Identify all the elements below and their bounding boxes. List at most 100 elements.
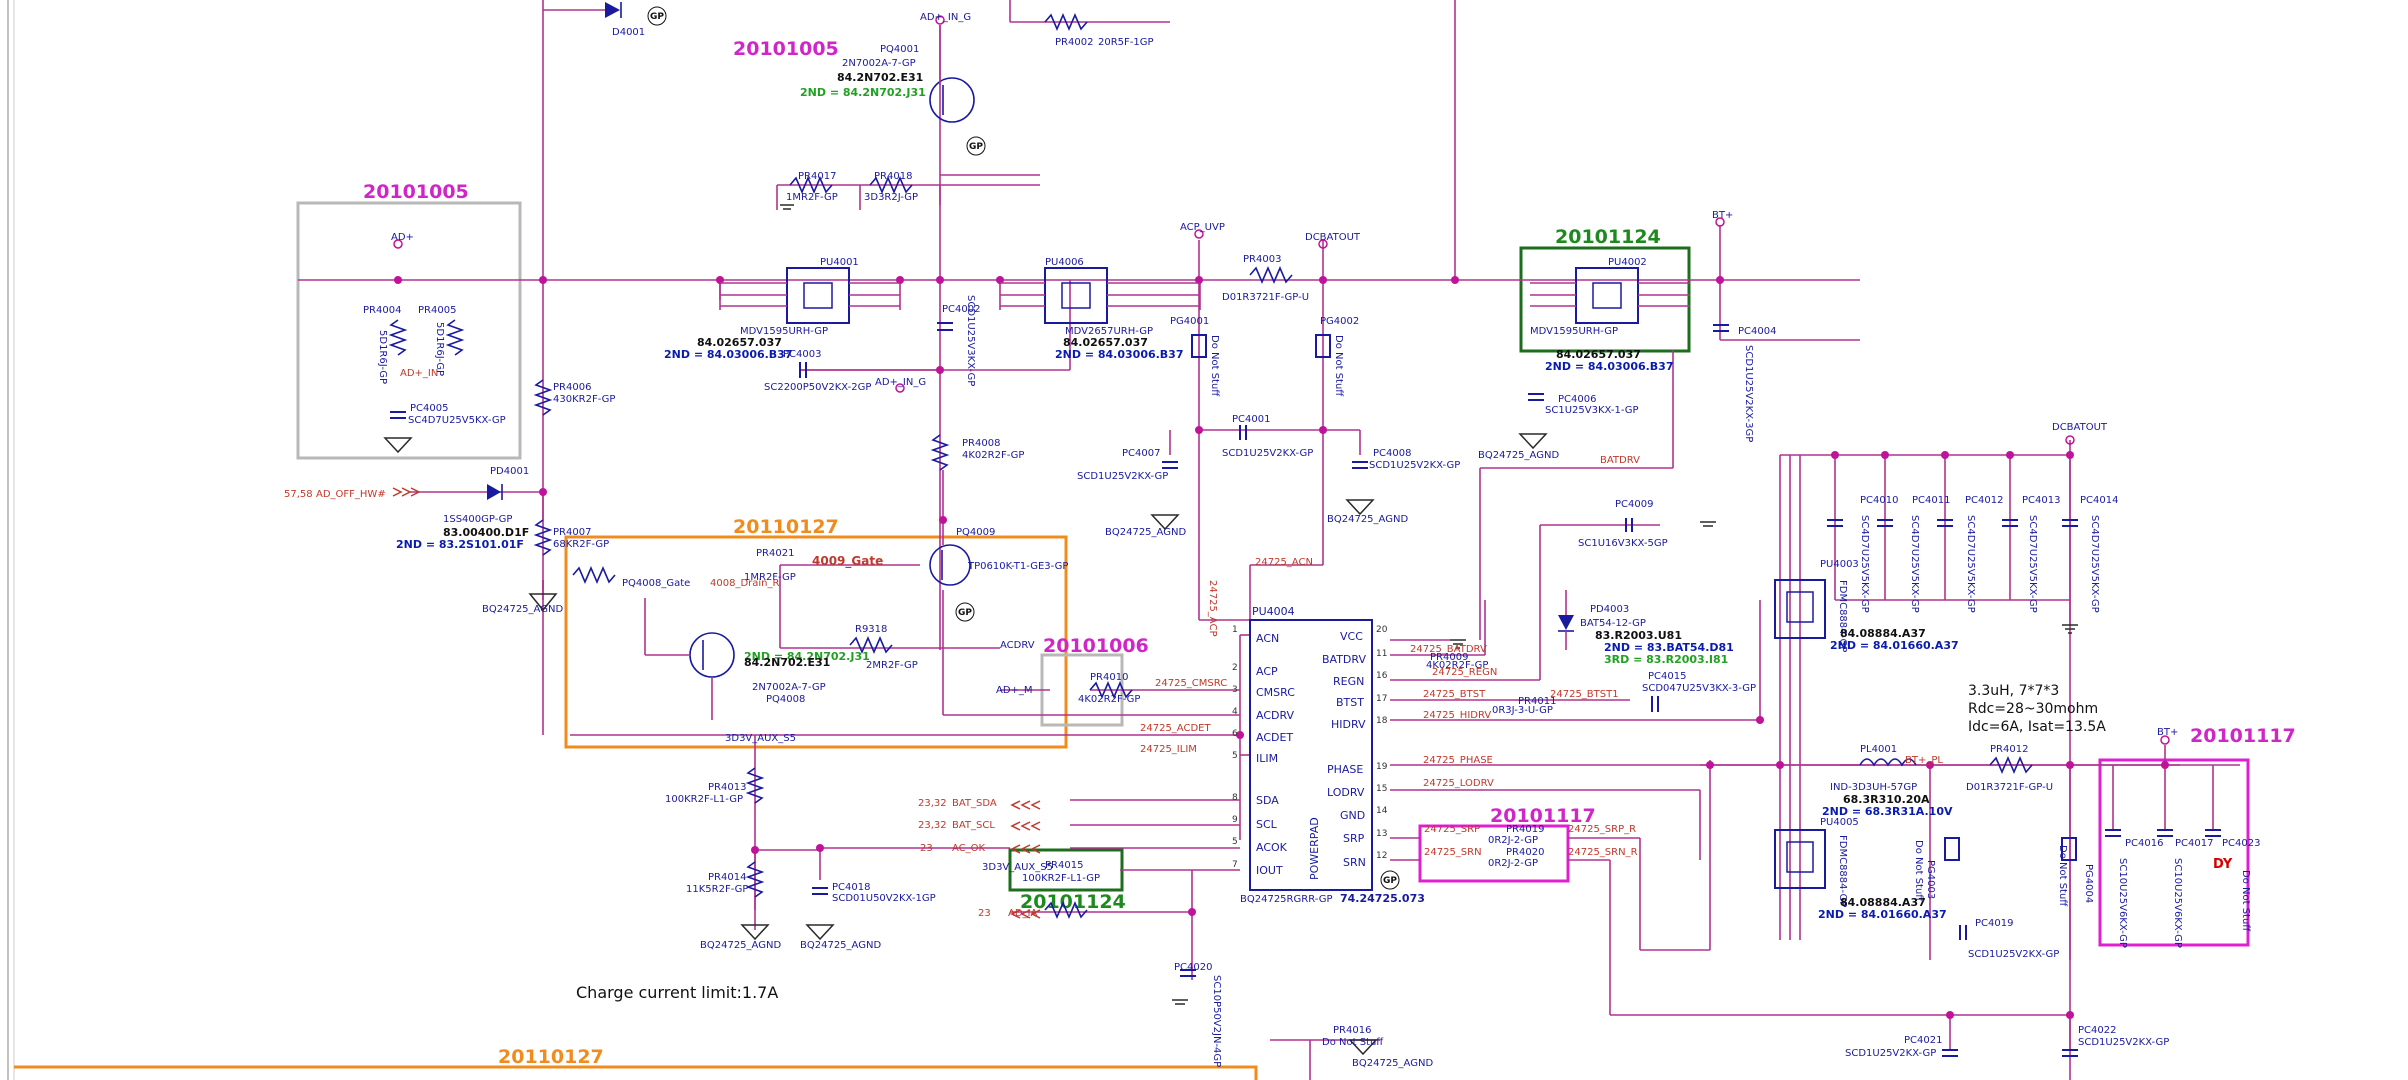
component-ref: PC4001 [1232,414,1270,425]
component-ref: PR4008 [962,438,1000,449]
component-code: 2ND = 84.2N702.J31 [800,86,926,99]
svg-text:5: 5 [1232,837,1238,847]
ic-pin-label: ACP [1256,665,1278,678]
component-ref: PC4008 [1373,448,1411,459]
component-value: 5D1R6J-GP [377,330,388,384]
svg-text:13: 13 [1376,829,1387,839]
component-ref: PR4015 [1045,860,1083,871]
date-label: 20101005 [733,38,839,60]
net-label: 24725_BTST1 [1550,689,1619,700]
component-value: BAT54-12-GP [1580,618,1646,629]
component-code: 2ND = 84.03006.B37 [1545,360,1674,373]
ic-part: BQ24725RGRR-GP [1240,894,1333,905]
svg-text:5: 5 [1232,751,1238,761]
ic-pin-label: ACDRV [1256,709,1295,722]
net-label: BQ24725_AGND [482,604,563,615]
svg-text:17: 17 [1376,694,1387,704]
svg-text:14: 14 [1376,806,1388,816]
inductor-pl4001 [1859,758,1917,767]
component-value: Do Not Stuff [1333,335,1344,397]
component-value: SC1U16V3KX-5GP [1578,538,1668,549]
component-value: SC10U25V6KX-GP [2117,858,2128,948]
net-label: ACP_UVP [1180,222,1225,233]
svg-text:7: 7 [1232,860,1238,870]
component-ref: PR4016 [1333,1025,1371,1036]
component-value: MDV2657URH-GP [1065,326,1153,337]
diode-pd4003 [1558,590,1574,650]
component-value: SC10P50V2JN-4GP [1211,975,1222,1067]
component-ref: PC4016 [2125,838,2163,849]
net-label: 23,32 [918,820,947,831]
component-ref: PR4021 [756,548,794,559]
component-value: SC4D7U25V5KX-GP [2089,515,2100,613]
net-label: BQ24725_AGND [1327,514,1408,525]
component-value: 4K02R2F-GP [1078,694,1140,705]
component-code: 2ND = 68.3R31A.10V [1822,805,1953,818]
component-code: 84.02657.037 [1556,348,1641,361]
component-code: 84.2N702.E31 [837,71,923,84]
net-label: 24725_PHASE [1423,755,1493,766]
net-label: AD_OFF_HW# [316,489,386,500]
component-ref: PU4002 [1608,257,1647,268]
component-ref: PR4010 [1090,672,1128,683]
component-ref: PC4020 [1174,962,1212,973]
component-value: SCD1U25V2KX-3GP [1743,345,1754,442]
component-ref: PU4005 [1820,817,1859,828]
component-value: 11K5R2F-GP [686,884,748,895]
component-ref: PC4022 [2078,1025,2116,1036]
component-ref: PR4006 [553,382,591,393]
component-code: 84.02657.037 [697,336,782,349]
component-ref: PR4007 [553,527,591,538]
svg-text:16: 16 [1376,671,1388,681]
ic-pin-label: SCL [1256,818,1278,831]
svg-text:8: 8 [1232,793,1238,803]
component-ref: PC4005 [410,403,448,414]
component-code: 83.00400.D1F [443,526,529,539]
net-label: BT+ [1712,210,1733,221]
svg-text:1: 1 [1232,625,1238,635]
svg-text:GP: GP [650,12,664,22]
inductor-note: Rdc=28~30mohm [1968,701,2098,717]
component-ref: PG4004 [2083,864,2094,903]
ic-pin-label: IOUT [1256,864,1283,877]
component-ref: PG4003 [1925,860,1936,899]
net-label: 24725_ACP [1207,580,1218,637]
component-ref: PR4020 [1506,847,1544,858]
net-label: BQ24725_AGND [700,940,781,951]
component-value: SCD1U25V2KX-GP [1845,1048,1936,1059]
component-code: 84.2N702.E31 [744,656,830,669]
net-label: BQ24725_AGND [1478,450,1559,461]
component-value: SCD1U25V2KX-GP [1369,460,1460,471]
component-value: IND-3D3UH-57GP [1830,782,1917,793]
net-label: 24725_CMSRC [1155,678,1227,689]
component-ref: PR4009 [1430,652,1468,663]
svg-text:4: 4 [1232,707,1238,717]
component-code: 2ND = 83.2S101.01F [396,538,524,551]
charge-current-note: Charge current limit:1.7A [576,983,778,1002]
capacitors [390,322,2221,1057]
signal-arrows [392,487,1041,919]
component-ref: PC4003 [783,349,821,360]
component-value: Do Not Stuff [1209,335,1220,397]
component-ref: PR4014 [708,872,746,883]
net-label: 3D3V_AUX_S5 [725,733,796,744]
diode-pd4001 [487,484,503,500]
svg-text:15: 15 [1376,784,1387,794]
component-value: Do Not Stuff [1913,840,1924,902]
net-label: BQ24725_AGND [1105,527,1186,538]
component-ref: PD4003 [1590,604,1629,615]
component-ref: PR4004 [363,305,401,316]
net-label: 24725_LODRV [1423,778,1494,789]
component-ref: PR4012 [1990,744,2028,755]
component-ref: PU4001 [820,257,859,268]
component-value: FDMC8884-GP [1837,580,1848,652]
ic-pin-label: ILIM [1256,752,1278,765]
component-code: 3RD = 83.R2003.I81 [1604,653,1728,666]
svg-text:GP: GP [958,608,972,618]
net-label: 24725_ACDET [1140,723,1211,734]
component-value: 3D3R2J-GP [864,192,918,203]
component-ref: PQ4001 [880,44,919,55]
svg-text:3: 3 [1232,685,1238,695]
ic-pu4004: PU4004 ACN ACP CMSRC ACDRV ACDET ILIM SD… [1232,605,1425,905]
svg-text:19: 19 [1376,762,1388,772]
